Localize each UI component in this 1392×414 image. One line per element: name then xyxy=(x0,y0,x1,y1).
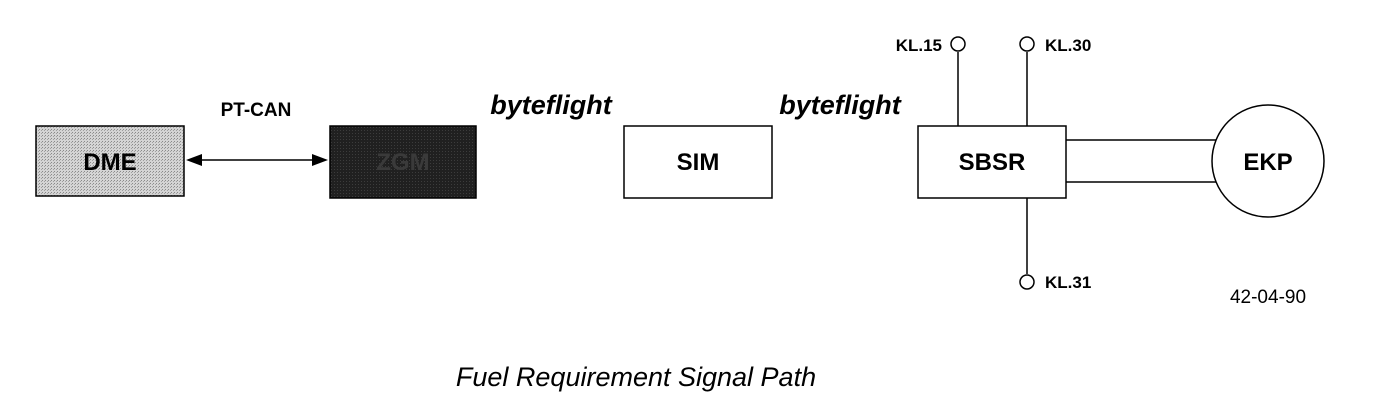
ekp-fuel-pump: EKP xyxy=(1211,104,1325,218)
pt-can-arrow xyxy=(186,154,328,166)
kl15-terminal: KL.15 xyxy=(896,36,966,126)
byteflight-label-1: byteflight xyxy=(490,90,612,120)
sbsr-module: SBSR xyxy=(917,125,1067,199)
dme-module: DME xyxy=(35,125,185,197)
zgm-label: ZGM xyxy=(376,149,429,176)
kl15-label: KL.15 xyxy=(896,36,942,55)
sim-module: SIM xyxy=(623,125,773,199)
dme-label: DME xyxy=(83,149,136,176)
sbsr-ekp-connection xyxy=(1066,139,1218,183)
kl30-terminal: KL.30 xyxy=(1019,36,1091,126)
kl31-label: KL.31 xyxy=(1045,273,1091,292)
pt-can-label: PT-CAN xyxy=(221,100,292,121)
sbsr-label: SBSR xyxy=(959,149,1026,176)
kl31-terminal: KL.31 xyxy=(1019,198,1091,292)
figure-number: 42-04-90 xyxy=(1230,287,1306,308)
diagram-caption: Fuel Requirement Signal Path xyxy=(456,362,816,392)
zgm-module: ZGM xyxy=(329,125,477,199)
byteflight-label-2: byteflight xyxy=(779,90,901,120)
kl30-label: KL.30 xyxy=(1045,36,1091,55)
ekp-label: EKP xyxy=(1243,149,1292,176)
sim-label: SIM xyxy=(677,149,720,176)
